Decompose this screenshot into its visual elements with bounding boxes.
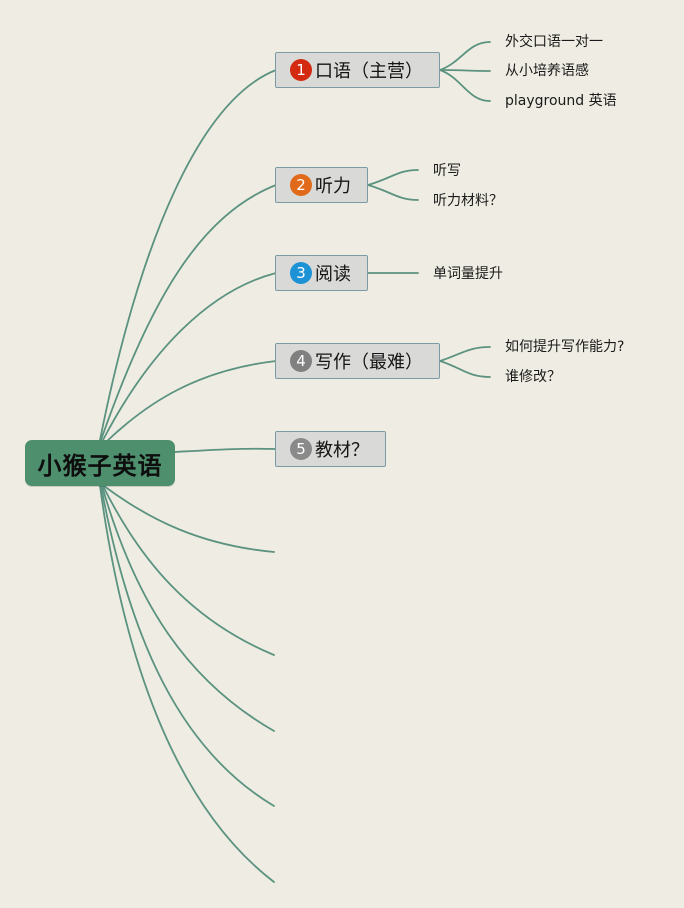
connector-root-branch-4 (105, 360, 277, 443)
branch-writing[interactable]: 4 写作（最难） (275, 343, 440, 379)
priority-4-icon: 4 (290, 350, 312, 372)
branch-reading-label: 阅读 (315, 264, 351, 285)
connector-branch-2-child-1 (367, 169, 419, 186)
connector-empty-branch-6 (103, 485, 275, 553)
leaf-listening-material[interactable]: 听力材料？ (433, 193, 503, 209)
branch-listening-label: 听力 (315, 176, 351, 197)
connector-branch-4-child-2 (439, 360, 491, 378)
branch-writing-label: 写作（最难） (315, 352, 423, 373)
priority-2-icon: 2 (290, 174, 312, 196)
priority-1-icon: 1 (290, 59, 312, 81)
connector-root-branch-5 (173, 447, 277, 453)
branch-reading[interactable]: 3 阅读 (275, 255, 368, 291)
leaf-vocabulary[interactable]: 单词量提升 (433, 266, 503, 282)
connector-empty-branch-8 (101, 485, 275, 732)
connector-empty-branch-10 (99, 485, 275, 883)
connector-branch-1-child-1 (439, 41, 491, 71)
connector-branch-2-child-2 (367, 184, 419, 201)
branch-textbook[interactable]: 5 教材？ (275, 431, 386, 467)
connector-empty-branch-9 (100, 485, 275, 807)
connector-branch-1-child-3 (439, 69, 491, 102)
connector-root-branch-2 (100, 184, 277, 441)
branch-speaking[interactable]: 1 口语（主营） (275, 52, 440, 88)
connector-branch-4-child-1 (439, 346, 491, 362)
leaf-diplomatic-speaking[interactable]: 外交口语一对一 (505, 34, 603, 50)
leaf-improve-writing[interactable]: 如何提升写作能力? (505, 339, 625, 355)
priority-5-icon: 5 (290, 438, 312, 460)
priority-3-icon: 3 (290, 262, 312, 284)
leaf-who-revises[interactable]: 谁修改？ (505, 369, 561, 385)
leaf-playground-english[interactable]: playground 英语 (505, 93, 617, 109)
branch-listening[interactable]: 2 听力 (275, 167, 368, 203)
leaf-dictation[interactable]: 听写 (433, 163, 461, 179)
connector-empty-branch-7 (102, 485, 275, 656)
connector-branch-1-child-2 (439, 69, 491, 72)
connector-root-branch-1 (99, 69, 277, 441)
root-topic-label: 小猴子英语 (37, 451, 163, 480)
root-topic[interactable]: 小猴子英语 (25, 440, 175, 486)
leaf-language-sense[interactable]: 从小培养语感 (505, 63, 589, 79)
branch-speaking-label: 口语（主营） (315, 61, 423, 82)
branch-textbook-label: 教材？ (315, 440, 369, 461)
connector-root-branch-3 (102, 272, 277, 441)
